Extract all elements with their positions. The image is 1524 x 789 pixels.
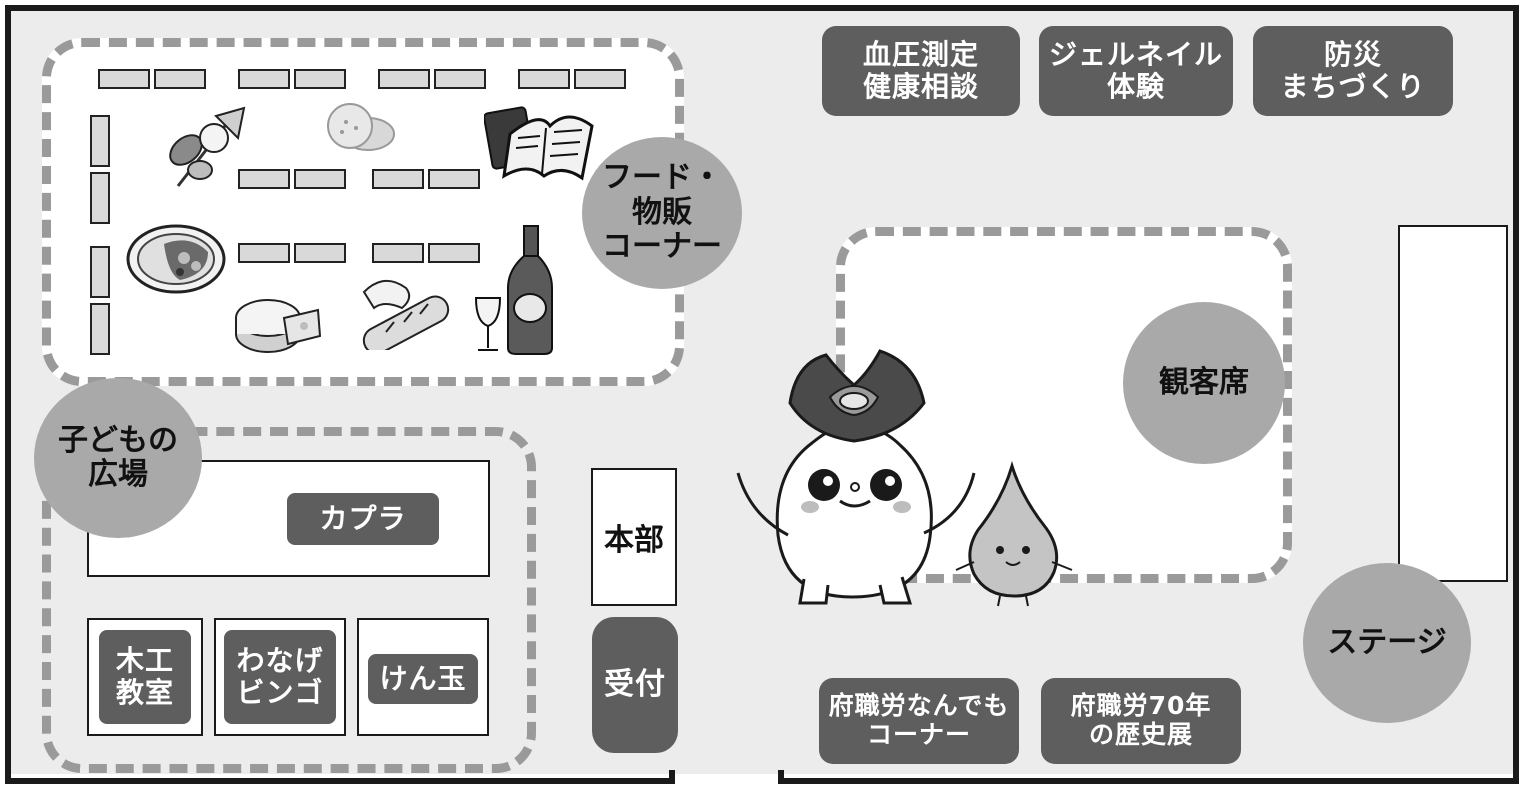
kapla-label: カプラ [287,493,439,545]
kids-title-line: 広場 [88,457,148,492]
table [294,69,346,89]
table [238,69,290,89]
booth-line: まちづくり [1280,70,1426,103]
wanage-line: ビンゴ [236,676,324,709]
table [294,169,346,189]
table [428,169,480,189]
food-corner-area [42,38,684,386]
headquarters-text: 本部 [604,523,664,558]
bread-icon [362,280,450,350]
booth-anything-corner: 府職労なんでも コーナー [819,678,1019,764]
wanage-line: わなげ [236,643,324,677]
table [428,243,480,263]
booth-disaster-prevention: 防災 まちづくり [1253,26,1453,116]
stage-text: ステージ [1327,624,1447,660]
stage-label: ステージ [1303,563,1471,723]
table [90,172,110,224]
table [90,246,110,298]
booth-line: 防災 [1323,37,1382,71]
kendama-text: けん玉 [379,661,467,695]
table [378,69,430,89]
kids-area-label: 子どもの 広場 [34,378,202,538]
table [372,243,424,263]
stage-area [1398,225,1508,582]
table [372,169,424,189]
table [98,69,150,89]
books-icon [484,106,594,181]
table [238,243,290,263]
woodwork-line: 教室 [115,676,174,709]
woodwork-label: 木工 教室 [99,630,191,724]
reception-label: 受付 [592,617,678,753]
wine-icon [474,225,553,355]
water-drop-mascot-icon [955,460,1073,607]
lotus-mascot-icon [736,349,976,605]
booth-history-exhibit: 府職労70年 の歴史展 [1041,678,1241,764]
table [90,303,110,355]
curry-plate-icon [126,224,226,294]
booth-line: 健康相談 [862,70,979,103]
table [238,169,290,189]
booth-line: 体験 [1106,70,1165,103]
table [90,115,110,167]
audience-text: 観客席 [1159,364,1249,400]
woodwork-line: 木工 [115,643,174,677]
skewer-food-icon [169,106,246,187]
booth-line: 府職労なんでも [828,691,1010,721]
kapla-text: カプラ [319,501,407,535]
kendama-label: けん玉 [368,654,478,704]
table [434,69,486,89]
cookie-icon [327,103,395,151]
reception-text: 受付 [604,666,666,702]
food-corner-title-line: コーナー [602,229,722,265]
booth-line: の歴史展 [1088,720,1193,749]
booth-line: 府職労70年 [1070,691,1212,721]
cheese-icon [235,299,322,353]
booth-blood-pressure: 血圧測定 健康相談 [822,26,1020,116]
food-corner-title-line: 物販 [632,194,692,230]
kids-area [42,427,536,773]
audience-label: 観客席 [1123,302,1285,464]
food-corner-title-line: フード・ [602,160,722,196]
booth-gel-nail: ジェルネイル 体験 [1039,26,1233,116]
headquarters-box [591,468,677,606]
kids-title-line: 子どもの [58,422,178,458]
table [574,69,626,89]
booth-line: 血圧測定 [862,37,979,71]
wanage-label: わなげ ビンゴ [224,630,336,724]
booth-line: ジェルネイル [1048,37,1223,71]
table [294,243,346,263]
table [154,69,206,89]
booth-line: コーナー [866,720,971,749]
food-corner-label: フード・ 物販 コーナー [582,137,742,289]
table [518,69,570,89]
